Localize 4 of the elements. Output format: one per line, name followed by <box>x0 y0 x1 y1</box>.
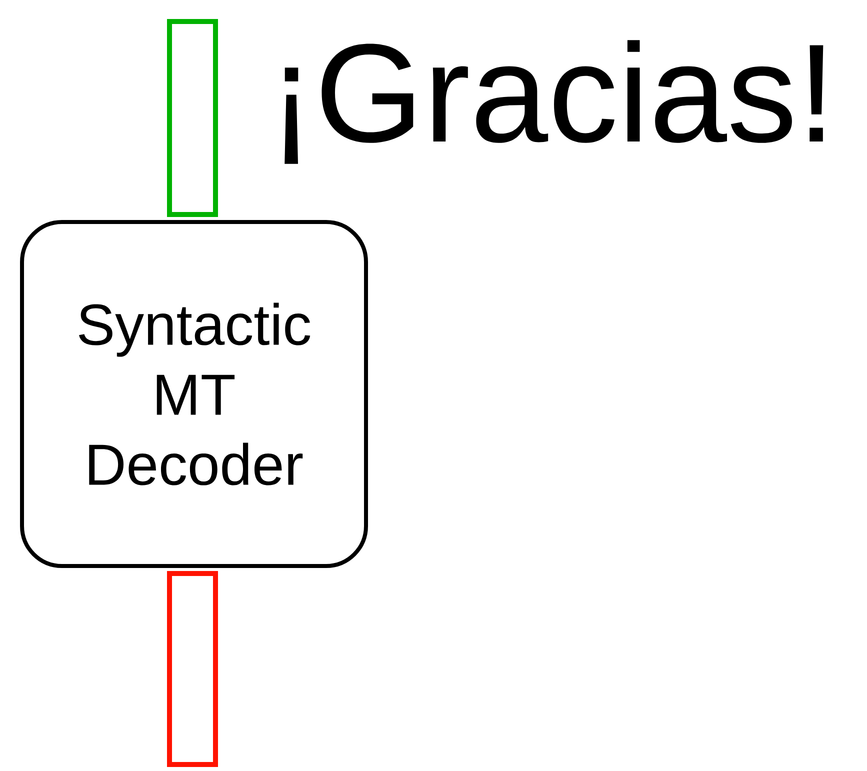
bar <box>167 571 218 767</box>
title: ¡Gracias! <box>284 40 824 164</box>
decoder-box: Syntactic MT Decoder <box>20 220 368 568</box>
bar <box>167 19 218 217</box>
